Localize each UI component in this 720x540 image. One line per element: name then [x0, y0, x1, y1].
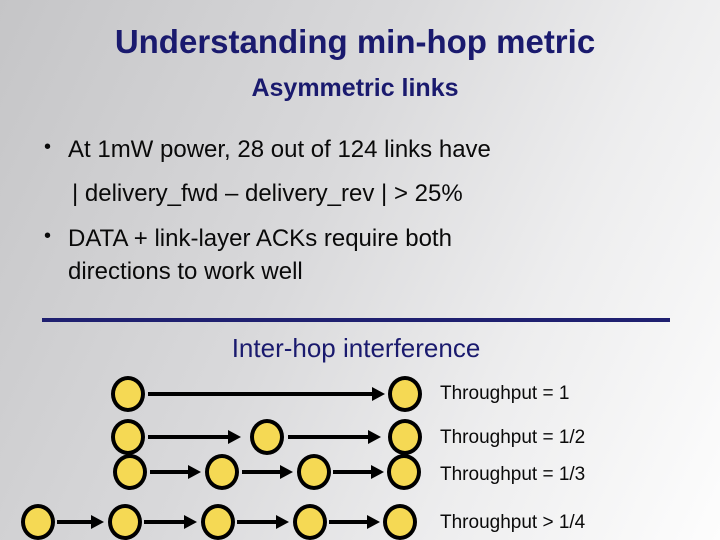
throughput-label-4: Throughput > 1/4: [440, 512, 586, 533]
throughput-label-3: Throughput = 1/3: [440, 464, 586, 485]
arrow-right-icon: [242, 465, 293, 479]
bullet-icon: •: [44, 225, 52, 247]
node-circle: [21, 504, 55, 540]
arrow-right-icon: [333, 465, 384, 479]
arrow-right-icon: [329, 515, 380, 529]
node-circle: [297, 454, 331, 490]
node-circle: [388, 376, 422, 412]
arrow-right-icon: [148, 387, 385, 401]
throughput-label-1: Throughput = 1: [440, 383, 570, 404]
node-circle: [111, 419, 145, 455]
node-circle: [205, 454, 239, 490]
arrow-right-icon: [148, 430, 241, 444]
arrow-right-icon: [237, 515, 289, 529]
bullet-icon: •: [44, 136, 52, 158]
arrow-right-icon: [150, 465, 201, 479]
arrow-right-icon: [144, 515, 197, 529]
node-circle: [250, 419, 284, 455]
horizontal-divider: [42, 318, 670, 322]
bullet-1-text-line-1: At 1mW power, 28 out of 124 links have: [68, 136, 491, 163]
throughput-label-2: Throughput = 1/2: [440, 427, 586, 448]
bullet-2-text-line-2: directions to work well: [68, 258, 303, 285]
diagram-heading: Inter-hop interference: [231, 333, 481, 363]
arrow-right-icon: [288, 430, 381, 444]
bullet-2-text-line-1: DATA + link-layer ACKs require both: [68, 225, 452, 252]
node-circle: [293, 504, 327, 540]
node-circle: [113, 454, 147, 490]
bullet-1-text-line-2: | delivery_fwd – delivery_rev | > 25%: [72, 180, 463, 207]
node-circle: [111, 376, 145, 412]
node-circle: [388, 419, 422, 455]
slide-subtitle: Asymmetric links: [251, 74, 459, 102]
node-circle: [201, 504, 235, 540]
arrow-right-icon: [57, 515, 104, 529]
node-circle: [108, 504, 142, 540]
slide-title: Understanding min-hop metric: [114, 23, 596, 60]
node-circle: [387, 454, 421, 490]
node-circle: [383, 504, 417, 540]
